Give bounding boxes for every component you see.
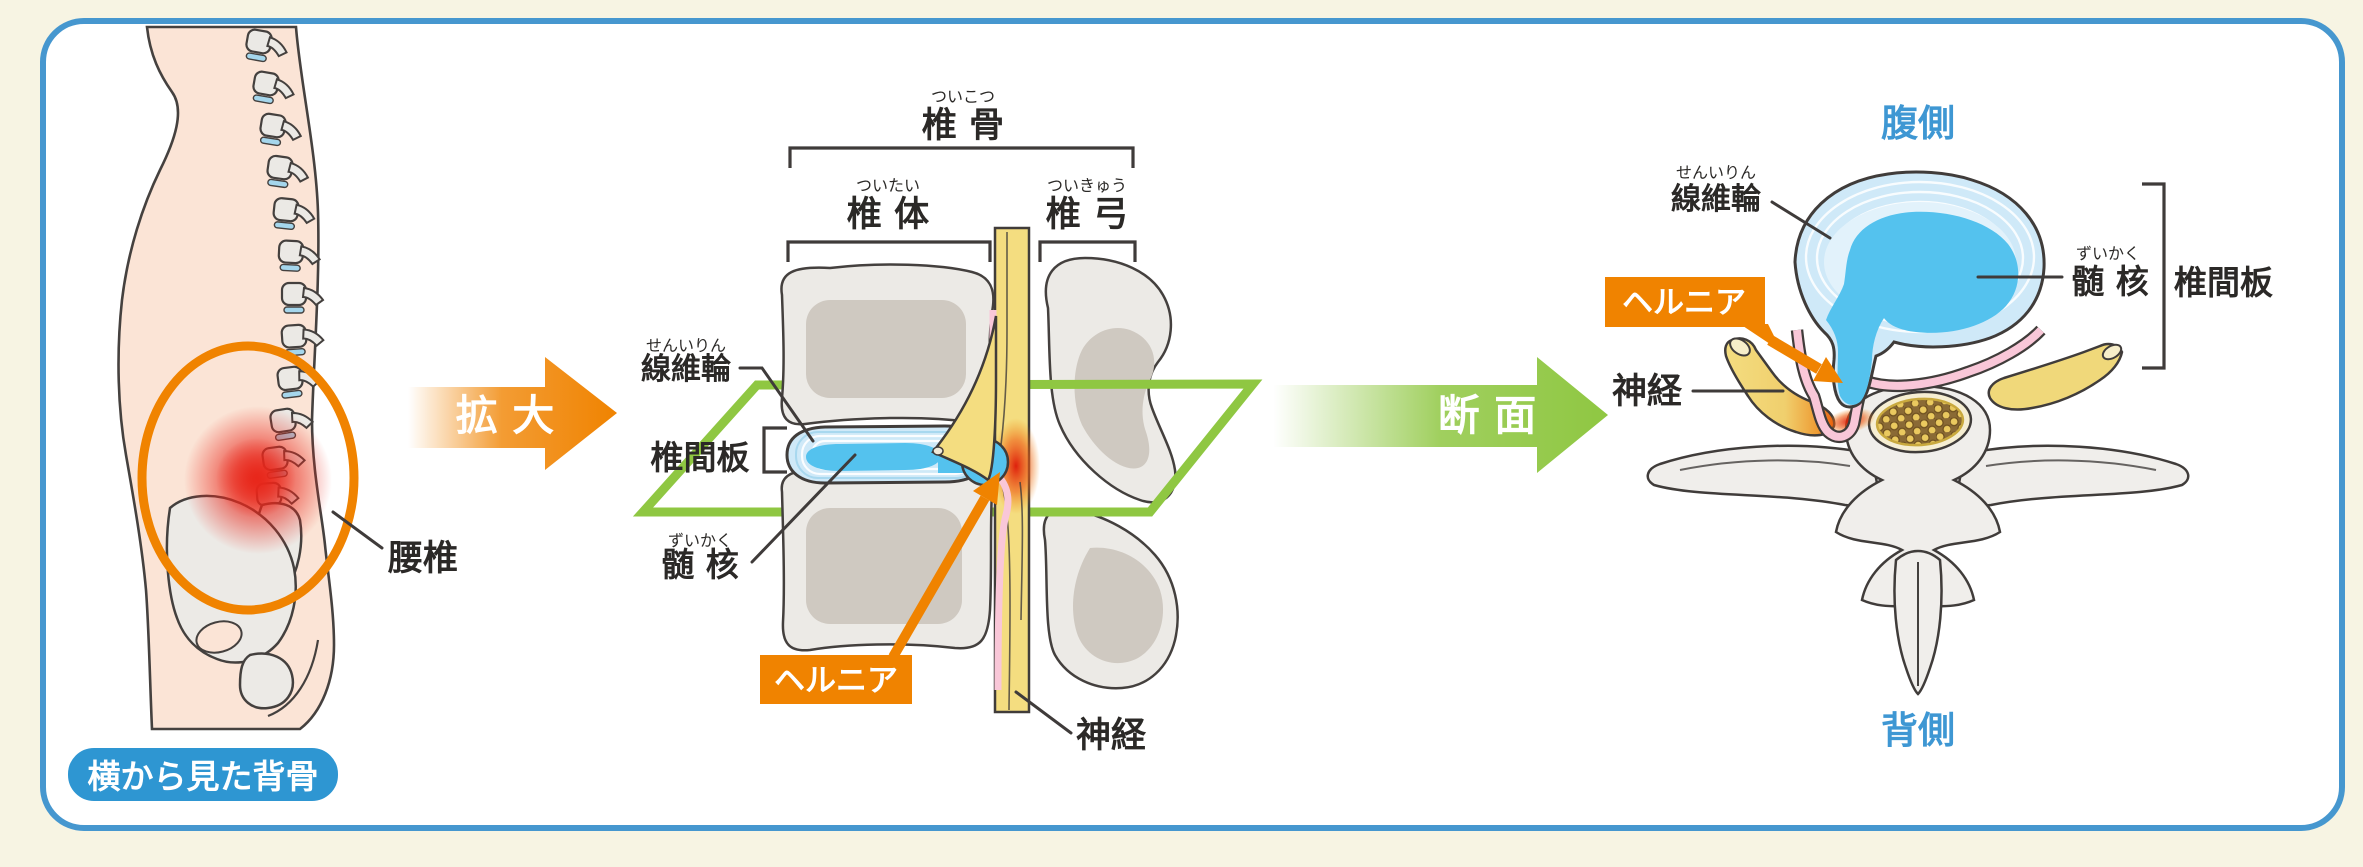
nucleus-label: 髄 核 bbox=[661, 545, 739, 584]
nucleus-furigana-right: ずいかく bbox=[2076, 244, 2140, 263]
caption-badge bbox=[64, 744, 342, 805]
vertebral-arch-label: 椎 弓 bbox=[1046, 195, 1128, 235]
nucleus-label-right: 髄 核 bbox=[2071, 262, 2149, 301]
hernia-badge-right bbox=[1605, 277, 1765, 327]
nucleus-furigana: ずいかく bbox=[668, 531, 732, 550]
cross-section-illustration: 腹側 背側 せんいりん 線維輪 ずいかく 髄 核 椎間板 ヘルニア 神経 bbox=[1605, 102, 2273, 752]
section-arrow: 断 面 bbox=[1273, 357, 1608, 473]
caption-badge-label: 横から見た背骨 bbox=[88, 757, 319, 796]
hernia-arrow-line bbox=[888, 495, 990, 660]
lumbar-label: 腰椎 bbox=[387, 539, 458, 579]
nerve-label: 神経 bbox=[1076, 716, 1147, 756]
nerve-label-right: 神経 bbox=[1612, 372, 1683, 412]
vertebra-bracket bbox=[788, 146, 1135, 168]
hernia-badge-label: ヘルニア bbox=[774, 663, 898, 699]
membrane-line-right-pink bbox=[1793, 327, 2044, 441]
pain-glow-core bbox=[216, 438, 296, 518]
hernia-arrow-line-right bbox=[1767, 335, 1822, 374]
disc-label-right: 椎間板 bbox=[2174, 263, 2273, 302]
hernia-arrowhead-right bbox=[1813, 357, 1843, 383]
nerve-pointer-line bbox=[1014, 690, 1073, 735]
ventral-label: 腹側 bbox=[1881, 102, 1955, 145]
side-view-illustration: 腰椎 横から見た背骨 bbox=[64, 25, 458, 805]
nucleus-pointer-line bbox=[750, 453, 857, 564]
vertebral-body-label: 椎 体 bbox=[847, 195, 929, 235]
nucleus-cross-section bbox=[1826, 211, 2019, 405]
vertebra-bone-illustration bbox=[1646, 384, 2190, 696]
enlarge-arrow-label: 拡 大 bbox=[456, 391, 555, 440]
hernia-badge-label-right: ヘルニア bbox=[1622, 285, 1746, 321]
lumbar-pointer-line bbox=[331, 510, 384, 550]
spinal-cord-illustration bbox=[1867, 390, 1973, 454]
disc-cross-section bbox=[1793, 170, 2046, 409]
vertebral-body-upper bbox=[780, 263, 995, 426]
hernia-badge bbox=[760, 655, 912, 704]
annulus-pointer-right bbox=[1770, 200, 1832, 240]
annulus-label-right: 線維輪 bbox=[1671, 182, 1762, 217]
vertebral-arch-illustration bbox=[1042, 256, 1179, 690]
vertebra-label: 椎 骨 bbox=[922, 106, 1004, 146]
section-plane bbox=[632, 379, 1263, 517]
lumbar-highlight-circle bbox=[137, 341, 359, 615]
nerve-root-right bbox=[1987, 342, 2124, 411]
vertebral-body-furigana: ついたい bbox=[856, 176, 920, 195]
annulus-furigana-right: せんいりん bbox=[1676, 163, 1756, 182]
vertebral-body-bracket bbox=[786, 240, 992, 262]
section-arrow-label: 断 面 bbox=[1438, 391, 1537, 440]
dorsal-label: 背側 bbox=[1881, 709, 1955, 752]
disc-label: 椎間板 bbox=[651, 438, 750, 477]
vertebral-arch-bracket bbox=[1038, 240, 1137, 262]
enlarge-arrow: 拡 大 bbox=[408, 357, 617, 470]
hernia-arrowhead bbox=[973, 472, 1000, 505]
annulus-label: 線維輪 bbox=[641, 352, 732, 387]
vertebral-arch-furigana: ついきゅう bbox=[1047, 176, 1127, 195]
enlarged-view-illustration: ついこつ 椎 骨 ついたい 椎 体 ついきゅう 椎 弓 せんいりん 線維輪 椎間… bbox=[632, 87, 1263, 756]
nerve-root-illustration bbox=[931, 315, 998, 482]
disc-bracket-right bbox=[2142, 182, 2166, 370]
vertebra-furigana: ついこつ bbox=[931, 87, 995, 106]
vertebral-body-lower bbox=[780, 466, 994, 652]
annulus-pointer-line bbox=[738, 366, 815, 443]
disc-bracket bbox=[762, 426, 787, 474]
annulus-furigana: せんいりん bbox=[646, 336, 726, 355]
nucleus-shape bbox=[806, 443, 941, 471]
